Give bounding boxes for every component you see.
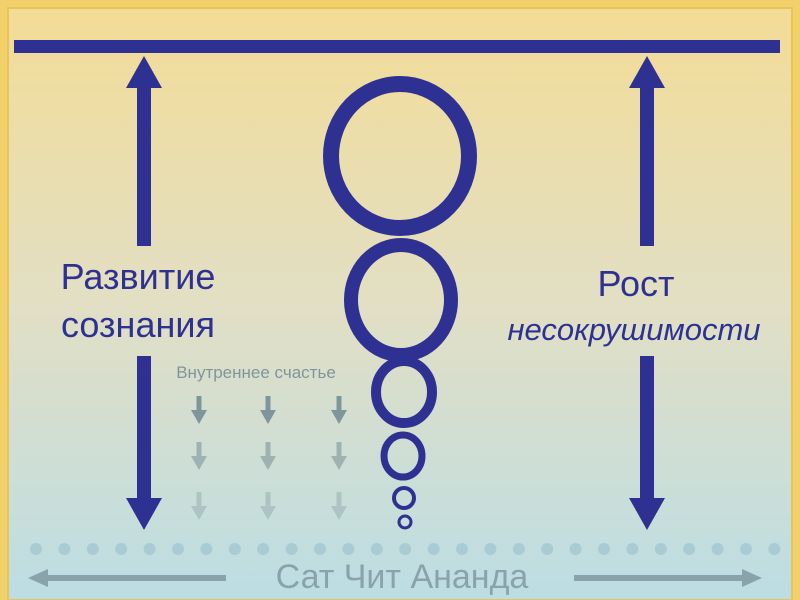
dot bbox=[740, 543, 752, 555]
label-inner-happiness: Внутреннее счастье bbox=[176, 363, 336, 382]
bottom-left-arrow bbox=[28, 569, 226, 587]
dot bbox=[30, 543, 42, 555]
bubble-stack bbox=[323, 76, 477, 530]
dot bbox=[541, 543, 554, 555]
label-consciousness-line2: сознания bbox=[61, 304, 215, 345]
dot bbox=[512, 543, 525, 555]
bubble-2 bbox=[344, 238, 458, 362]
dot bbox=[200, 543, 213, 555]
bottom-right-arrow bbox=[574, 569, 762, 587]
dot bbox=[172, 543, 184, 555]
label-growth-line1: Рост bbox=[598, 263, 675, 304]
dot bbox=[484, 543, 497, 555]
dot bbox=[228, 543, 241, 555]
dotted-line bbox=[30, 543, 781, 555]
left-vertical-arrow bbox=[126, 56, 162, 530]
dot bbox=[342, 543, 355, 555]
small-down-arrow bbox=[191, 492, 207, 520]
bubble-4 bbox=[380, 431, 426, 481]
dot bbox=[58, 543, 71, 555]
small-down-arrow bbox=[331, 492, 347, 520]
dot bbox=[143, 543, 156, 555]
dot bbox=[768, 543, 781, 555]
label-consciousness-line1: Развитие bbox=[61, 256, 216, 297]
small-down-arrow bbox=[260, 492, 276, 520]
top-bar bbox=[14, 40, 780, 53]
dot bbox=[285, 543, 298, 555]
small-down-arrow bbox=[331, 442, 347, 470]
dot bbox=[399, 543, 412, 555]
dot bbox=[654, 543, 667, 555]
small-down-arrow bbox=[191, 442, 207, 470]
dot bbox=[456, 543, 468, 555]
dot bbox=[711, 543, 724, 555]
dot bbox=[598, 543, 610, 555]
bubble-3 bbox=[371, 356, 437, 428]
dot bbox=[427, 543, 440, 555]
bubble-5 bbox=[392, 486, 416, 510]
bubble-1 bbox=[323, 76, 477, 236]
label-growth-line2: несокрушимости bbox=[507, 312, 760, 347]
label-sat-chit-ananda: Сат Чит Ананда bbox=[276, 558, 529, 596]
dot bbox=[626, 543, 639, 555]
dot bbox=[115, 543, 128, 555]
dot bbox=[370, 543, 383, 555]
small-down-arrow bbox=[260, 396, 276, 424]
dot bbox=[86, 543, 99, 555]
small-down-arrow bbox=[260, 442, 276, 470]
small-down-arrow bbox=[331, 396, 347, 424]
dot bbox=[683, 543, 696, 555]
dot bbox=[569, 543, 582, 555]
small-down-arrow bbox=[191, 396, 207, 424]
inner-happiness-arrows bbox=[191, 396, 347, 520]
dot bbox=[314, 543, 326, 555]
bubble-6 bbox=[397, 514, 413, 530]
right-vertical-arrow bbox=[629, 56, 665, 530]
dot bbox=[257, 543, 270, 555]
